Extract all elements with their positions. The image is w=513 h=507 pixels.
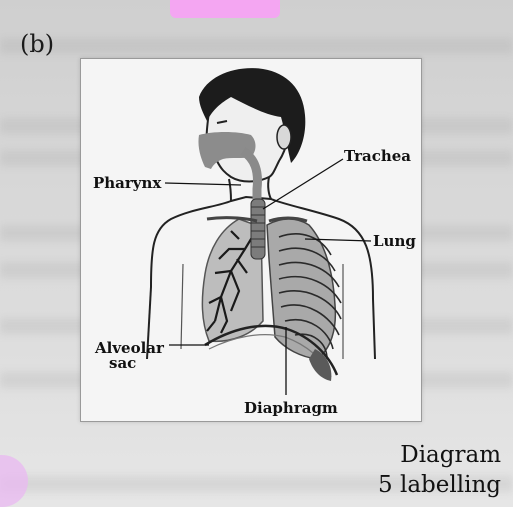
collar-bone-left	[207, 218, 257, 221]
neck-left	[229, 179, 231, 201]
label-diaphragm: Diaphragm	[244, 399, 338, 417]
label-alveolar-line2: sac	[95, 356, 164, 371]
neck-right	[268, 177, 271, 199]
leader-lines	[165, 159, 371, 395]
label-lung: Lung	[373, 232, 416, 250]
label-pharynx: Pharynx	[93, 174, 161, 192]
pink-tab-decoration	[170, 0, 280, 18]
left-arm-inner	[181, 264, 183, 349]
label-alveolar-sac: Alveolar sac	[95, 341, 164, 371]
pink-edge-decoration	[0, 455, 28, 507]
bleed-through-text	[0, 38, 513, 54]
diagram-frame: Pharynx Trachea Lung Alveolar sac Diaphr…	[80, 58, 422, 422]
caption: Diagram 5 labelling	[378, 440, 501, 500]
label-trachea: Trachea	[344, 147, 411, 165]
caption-line1: Diagram	[378, 440, 501, 470]
figure-label: (b)	[20, 30, 54, 58]
caption-line2: 5 labelling	[378, 470, 501, 500]
trachea-tube	[251, 199, 265, 259]
ear	[277, 125, 291, 149]
lower-organ-shade	[309, 349, 331, 381]
